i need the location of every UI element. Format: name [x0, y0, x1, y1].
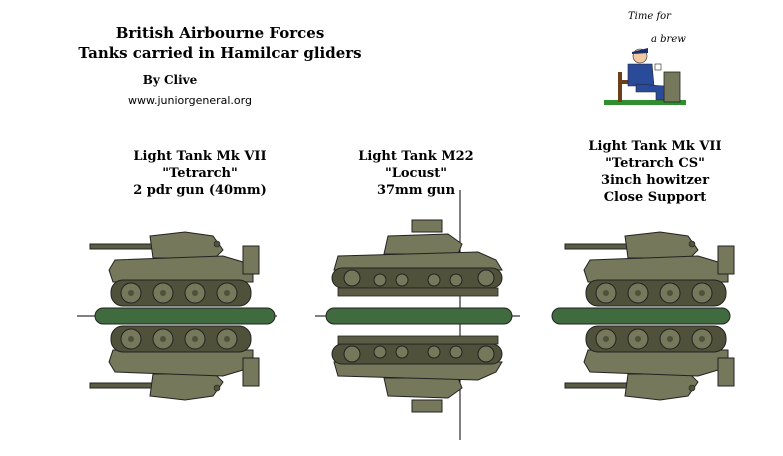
sheet-title-line1: British Airbourne Forces [115, 24, 325, 42]
logo-crate [663, 71, 681, 103]
tank1-nickname: "Tetrarch" [162, 166, 238, 181]
tank3-armament: 3inch howitzer [600, 173, 710, 188]
tank2-name: Light Tank M22 [358, 149, 474, 164]
sheet-title-line2: Tanks carried in Hamilcar gliders [78, 44, 362, 62]
tank1-caption: Light Tank Mk VII "Tetrarch" 2 pdr gun (… [100, 148, 300, 199]
logo-body [627, 63, 655, 87]
tank1-armament: 2 pdr gun (40mm) [133, 183, 267, 198]
website-link[interactable]: www.juniorgeneral.org [128, 94, 252, 107]
tank2-armament: 37mm gun [376, 183, 456, 198]
logo-text-line1: Time for [628, 11, 671, 22]
tank3-profile-bottom [564, 325, 735, 401]
tank3-profile-top [564, 231, 735, 307]
logo-chair [618, 72, 622, 102]
tank2-profile-top [331, 219, 503, 297]
tank2-profile-bottom [331, 335, 503, 413]
tank3-name: Light Tank Mk VII [588, 139, 722, 154]
tank3-nickname: "Tetrarch CS" [605, 156, 705, 171]
tank1-name: Light Tank Mk VII [133, 149, 267, 164]
tank2-counter [315, 190, 520, 440]
logo-grass [604, 100, 686, 105]
logo-text-line2: a brew [651, 34, 686, 45]
tank3-caption: Light Tank Mk VII "Tetrarch CS" 3inch ho… [555, 138, 755, 206]
tank1-profile-top [89, 231, 260, 307]
tank2-bar [325, 307, 513, 325]
byline: By Clive [142, 73, 198, 87]
tank2-caption: Light Tank M22 "Locust" 37mm gun [316, 148, 516, 199]
tank3-counter [551, 231, 735, 401]
tank2-nickname: "Locust" [384, 166, 448, 181]
tank3-bar [551, 307, 731, 325]
tank1-profile-bottom [89, 325, 260, 401]
tank3-role: Close Support [603, 190, 707, 205]
logo-cap [632, 48, 648, 54]
tea-drinker-figure [604, 48, 686, 105]
tank1-counter [77, 231, 277, 401]
logo-mug [654, 63, 662, 71]
tank1-bar [94, 307, 276, 325]
